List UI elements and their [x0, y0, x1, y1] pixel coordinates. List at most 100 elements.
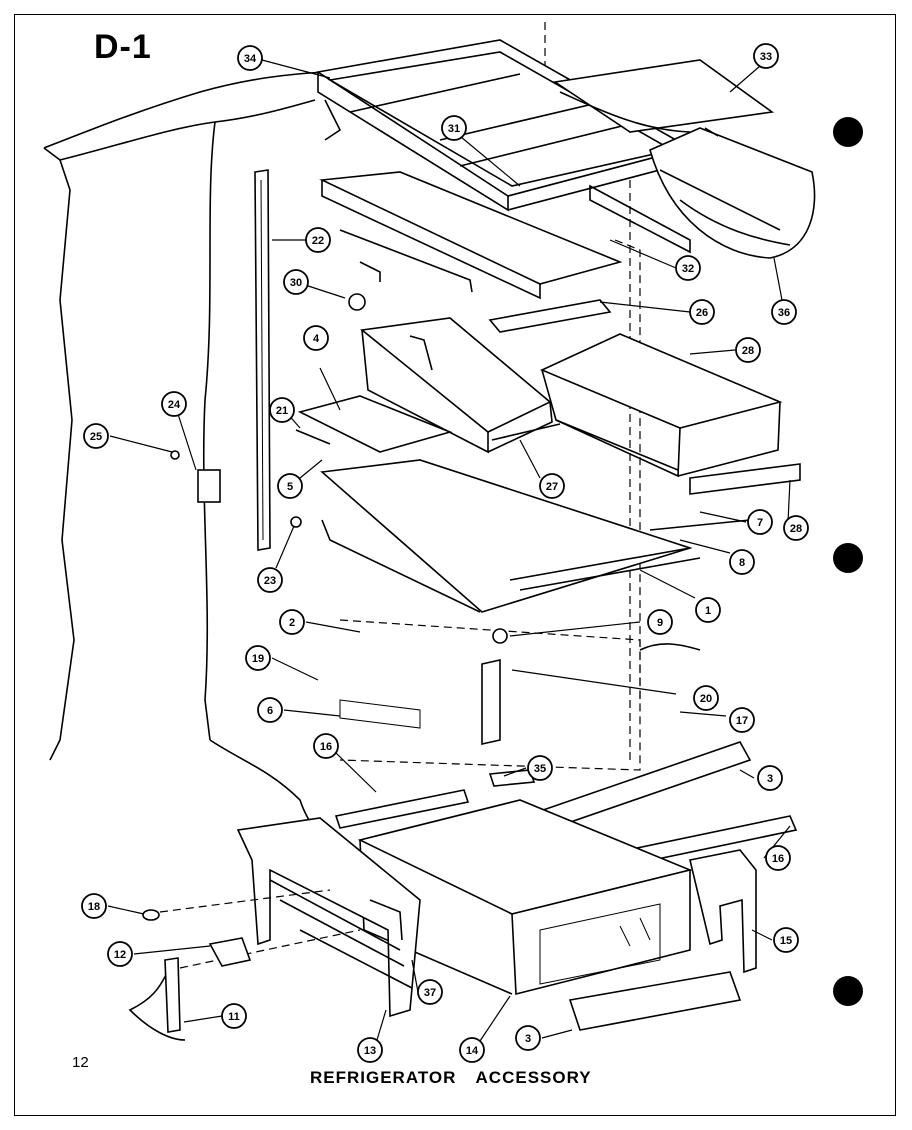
registration-dot-bottom	[833, 976, 863, 1006]
svg-text:36: 36	[778, 307, 790, 319]
svg-text:19: 19	[252, 653, 264, 665]
callout-28-lower: 28	[783, 515, 809, 541]
svg-text:27: 27	[546, 481, 558, 493]
small-hardware	[170, 293, 366, 528]
sheet-border	[14, 14, 896, 1116]
callout-13: 13	[357, 1037, 383, 1063]
callout-36: 36	[771, 299, 797, 325]
crisper-drawer	[540, 333, 783, 478]
callout-16-upper: 16	[313, 733, 339, 759]
callout-1: 1	[695, 597, 721, 623]
svg-text:31: 31	[448, 123, 460, 135]
diagram-caption: REFRIGERATOR ACCESSORY	[310, 1068, 592, 1087]
stud	[290, 516, 302, 528]
callout-30: 30	[283, 269, 309, 295]
svg-text:14: 14	[466, 1045, 479, 1057]
registration-dot-top	[833, 117, 863, 147]
svg-text:25: 25	[90, 431, 102, 443]
callout-4: 4	[303, 325, 329, 351]
callout-7: 7	[747, 509, 773, 535]
svg-text:28: 28	[790, 523, 802, 535]
callout-28-upper: 28	[735, 337, 761, 363]
svg-text:15: 15	[780, 935, 792, 947]
callout-20: 20	[693, 685, 719, 711]
callout-16-lower: 16	[765, 845, 791, 871]
callout-8: 8	[729, 549, 755, 575]
callout-21: 21	[269, 397, 295, 423]
svg-text:17: 17	[736, 715, 748, 727]
svg-text:6: 6	[267, 705, 273, 717]
svg-text:22: 22	[312, 235, 324, 247]
callout-6: 6	[257, 697, 283, 723]
svg-text:34: 34	[244, 53, 257, 65]
svg-text:33: 33	[760, 51, 772, 63]
callout-3-upper: 3	[757, 765, 783, 791]
callout-18: 18	[81, 893, 107, 919]
svg-text:28: 28	[742, 345, 754, 357]
drawer-frame-right	[689, 849, 757, 974]
svg-text:9: 9	[657, 617, 663, 629]
screw	[170, 450, 180, 460]
svg-text:37: 37	[424, 987, 436, 999]
svg-text:5: 5	[287, 481, 293, 493]
shelf-support-bracket	[295, 395, 453, 453]
callout-19: 19	[245, 645, 271, 671]
callout-34: 34	[237, 45, 263, 71]
callout-14: 14	[459, 1037, 485, 1063]
callout-37: 37	[417, 979, 443, 1005]
svg-text:11: 11	[228, 1011, 240, 1023]
svg-text:16: 16	[772, 853, 784, 865]
svg-text:35: 35	[534, 763, 546, 775]
lamp-socket	[348, 293, 366, 311]
callout-3-lower: 3	[515, 1025, 541, 1051]
svg-text:12: 12	[114, 949, 126, 961]
vegetable-pan	[339, 619, 701, 771]
svg-text:4: 4	[313, 333, 320, 345]
callout-9: 9	[647, 609, 673, 635]
upper-shelf	[319, 171, 623, 333]
svg-text:7: 7	[757, 517, 763, 529]
callout-23: 23	[257, 567, 283, 593]
callout-24: 24	[161, 391, 187, 417]
svg-text:23: 23	[264, 575, 276, 587]
callout-11: 11	[221, 1003, 247, 1029]
callout-26: 26	[689, 299, 715, 325]
svg-text:30: 30	[290, 277, 302, 289]
svg-text:8: 8	[739, 557, 745, 569]
svg-text:20: 20	[700, 693, 712, 705]
lower-glass-shelf	[320, 459, 801, 613]
callout-35: 35	[527, 755, 553, 781]
glass-shelf	[552, 59, 775, 133]
shelf-clip	[197, 469, 221, 503]
callout-27: 27	[539, 473, 565, 499]
svg-text:1: 1	[705, 605, 711, 617]
svg-text:3: 3	[767, 773, 773, 785]
drawer-frame-left	[159, 817, 421, 1018]
callout-15: 15	[773, 927, 799, 953]
callout-32: 32	[675, 255, 701, 281]
pan-slide-rails	[334, 741, 798, 1031]
callout-12: 12	[107, 941, 133, 967]
svg-text:16: 16	[320, 741, 332, 753]
callout-33: 33	[753, 43, 779, 69]
callout-31: 31	[441, 115, 467, 141]
svg-text:18: 18	[88, 901, 100, 913]
svg-text:2: 2	[289, 617, 295, 629]
svg-text:32: 32	[682, 263, 694, 275]
registration-dot-middle	[833, 543, 863, 573]
roller	[142, 909, 160, 921]
callout-2: 2	[279, 609, 305, 635]
svg-text:3: 3	[525, 1033, 531, 1045]
callout-25: 25	[83, 423, 109, 449]
damper-parts	[128, 909, 252, 1041]
callout-bubbles: 34 33 31 22 32 36 30 26 4 28 21 24 25 5 …	[81, 43, 809, 1063]
svg-text:13: 13	[364, 1045, 376, 1057]
meat-keeper-drawer	[360, 317, 561, 454]
callout-22: 22	[305, 227, 331, 253]
shelf-ladder-rail	[254, 169, 271, 551]
svg-text:24: 24	[168, 399, 181, 411]
page-number: 12	[72, 1054, 89, 1071]
control-knob-arm	[128, 965, 186, 1041]
page-label: D-1	[94, 28, 152, 66]
